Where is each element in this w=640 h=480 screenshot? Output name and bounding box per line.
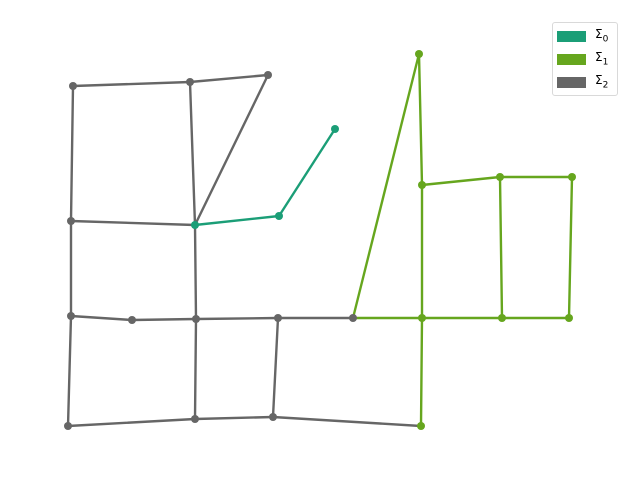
node-n21 <box>418 314 426 322</box>
legend-swatch-sigma-1 <box>557 53 586 65</box>
edge-n3-n5 <box>193 73 270 227</box>
edge-n10-n11 <box>130 317 198 322</box>
legend-swatch-sigma-2 <box>557 76 586 88</box>
edge-n22-n15 <box>498 175 504 320</box>
legend-label-sigma-0: Σ0 <box>595 27 609 45</box>
node-n10 <box>128 316 136 324</box>
edge-n14-n22 <box>420 175 502 187</box>
node-n9 <box>67 312 75 320</box>
node-n5 <box>191 221 199 229</box>
node-n19 <box>269 413 277 421</box>
node-n12 <box>274 314 282 322</box>
edge-n9-n10 <box>69 314 134 322</box>
node-n2 <box>186 78 194 86</box>
edge-n13-n8 <box>351 52 421 320</box>
legend-item-sigma-2: Σ2 <box>557 73 609 91</box>
node-n13 <box>349 314 357 322</box>
edge-n2-n3 <box>188 73 270 84</box>
legend-item-sigma-0: Σ0 <box>557 27 609 45</box>
node-n11 <box>192 315 200 323</box>
legend: Σ0 Σ1 Σ2 <box>552 22 618 96</box>
edge-n1-n4 <box>69 84 75 223</box>
edge-n11-n18 <box>193 317 198 421</box>
node-n17 <box>64 422 72 430</box>
edge-n18-n19 <box>193 415 275 421</box>
edge-n5-n11 <box>193 223 198 321</box>
node-n8 <box>415 50 423 58</box>
node-n22 <box>496 173 504 181</box>
edge-n21-n20 <box>419 316 424 428</box>
node-n6 <box>275 212 283 220</box>
node-n14 <box>418 181 426 189</box>
node-n3 <box>264 71 272 79</box>
edge-n4-n5 <box>69 219 197 227</box>
edge-n12-n19 <box>271 316 280 419</box>
node-n7 <box>331 125 339 133</box>
edge-n9-n17 <box>66 314 73 428</box>
edge-n2-n5 <box>188 80 197 227</box>
edge-n19-n20 <box>271 415 423 428</box>
node-n16 <box>565 314 573 322</box>
edge-n1-n2 <box>71 80 192 88</box>
node-n20 <box>417 422 425 430</box>
legend-label-sigma-1: Σ1 <box>595 50 609 68</box>
legend-item-sigma-1: Σ1 <box>557 50 609 68</box>
edge-n5-n6 <box>193 214 281 227</box>
node-n18 <box>191 415 199 423</box>
edge-n17-n18 <box>66 417 197 428</box>
node-n1 <box>69 82 77 90</box>
legend-swatch-sigma-0 <box>557 30 586 42</box>
edge-n8-n14 <box>417 52 424 187</box>
node-n4 <box>67 217 75 225</box>
edge-n6-n7 <box>277 127 337 218</box>
node-n15 <box>498 314 506 322</box>
edge-n23-n16 <box>567 175 574 320</box>
legend-label-sigma-2: Σ2 <box>595 73 609 91</box>
node-n23 <box>568 173 576 181</box>
edge-n11-n12 <box>194 316 280 321</box>
